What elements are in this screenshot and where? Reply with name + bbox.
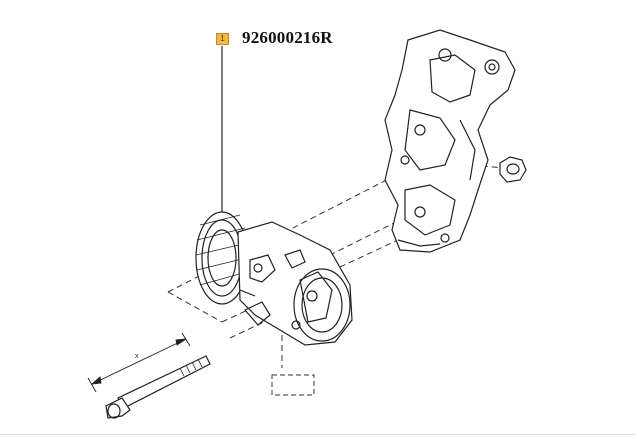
dimension-label: x (135, 353, 139, 360)
callout-badge[interactable]: 1 (216, 33, 229, 45)
bolt-length-dimension (87, 332, 191, 393)
engine-bracket (384, 29, 516, 253)
mounting-bolt (105, 355, 211, 419)
part-number-label[interactable]: 926000216R (242, 28, 333, 47)
compressor-pulley (195, 211, 249, 305)
divider (0, 434, 636, 435)
hex-nut (499, 156, 527, 183)
ac-compressor (237, 221, 353, 346)
dashed-reference-box (271, 374, 315, 396)
